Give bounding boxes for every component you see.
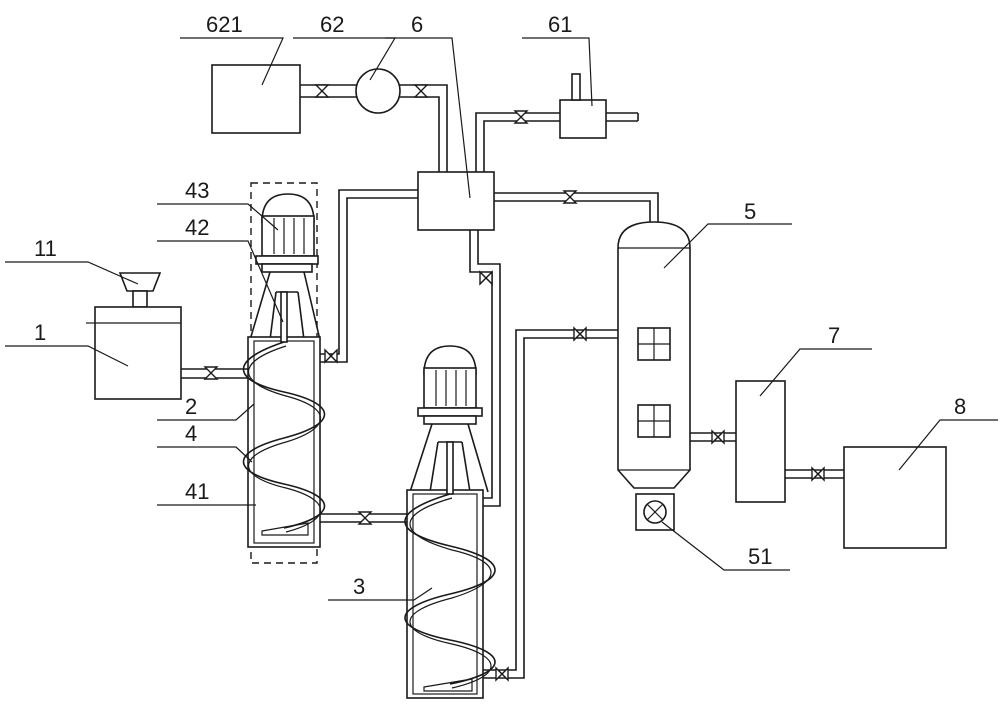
fan-51-cross-b xyxy=(646,503,664,521)
screw-41 xyxy=(242,341,326,529)
valve-62 xyxy=(414,84,428,98)
valve-6-3 xyxy=(479,271,493,285)
label-61: 61 xyxy=(548,12,572,37)
screw-3-tip xyxy=(423,678,473,692)
valve-621 xyxy=(315,84,329,98)
hopper-11 xyxy=(118,272,162,292)
motor-43-fins xyxy=(273,218,305,254)
tank-1 xyxy=(94,306,182,400)
tank-7 xyxy=(735,380,786,503)
screw-41-tip xyxy=(261,522,309,536)
motor-3-fins xyxy=(435,370,467,406)
valve-1-2 xyxy=(204,366,218,380)
shaft-3 xyxy=(446,441,454,495)
label-1: 1 xyxy=(34,320,46,345)
motor-3-base xyxy=(417,407,483,417)
window-upper xyxy=(637,327,671,361)
motor-3 xyxy=(423,367,477,409)
pipe-6-5 xyxy=(494,192,659,222)
valve-61 xyxy=(514,110,528,124)
filter-61-stack xyxy=(571,73,581,101)
label-2: 2 xyxy=(185,394,197,419)
label-62: 62 xyxy=(320,12,344,37)
motor-3-cap xyxy=(423,345,477,375)
motor-3-flange xyxy=(423,415,477,425)
pump-62 xyxy=(355,68,401,114)
valve-6-2 xyxy=(324,349,338,363)
reactor-3 xyxy=(406,489,484,699)
tank-8 xyxy=(843,446,947,549)
label-43: 43 xyxy=(185,178,209,203)
label-11: 11 xyxy=(34,236,57,261)
pipe-3-5 xyxy=(483,329,618,679)
valve-2-3 xyxy=(358,511,372,525)
hopper-11-neck xyxy=(132,290,148,308)
label-7: 7 xyxy=(828,323,840,348)
label-4: 4 xyxy=(185,421,197,446)
filter-61 xyxy=(559,99,607,139)
label-42: 42 xyxy=(185,215,209,240)
leader-lines xyxy=(5,37,998,601)
label-3: 3 xyxy=(353,574,365,599)
pipe-6-2 xyxy=(320,189,418,363)
tank-621 xyxy=(211,64,301,134)
shaft-2 xyxy=(280,291,288,343)
label-41: 41 xyxy=(185,479,209,504)
frame-3 xyxy=(409,423,489,493)
screw-41-inner xyxy=(247,345,321,533)
label-6: 6 xyxy=(411,12,423,37)
pipe-62-6 xyxy=(400,84,448,172)
screw-3 xyxy=(404,493,496,685)
screw-3-inner xyxy=(409,497,492,689)
pipe-621-62 xyxy=(300,84,358,98)
motor-43-flange xyxy=(261,263,313,273)
pipe-6-61 xyxy=(475,112,560,172)
label-51: 51 xyxy=(748,544,772,569)
label-8: 8 xyxy=(954,394,966,419)
motor-43-base xyxy=(255,255,319,265)
reactor-3-inner xyxy=(412,493,478,695)
mixer-6 xyxy=(417,171,495,231)
window-lower xyxy=(637,404,671,438)
label-5: 5 xyxy=(744,199,756,224)
pipe-61-out xyxy=(606,112,639,122)
label-621: 621 xyxy=(206,12,243,37)
motor-43-cap xyxy=(261,193,315,223)
valve-6-5 xyxy=(563,190,577,204)
motor-43 xyxy=(261,215,315,257)
